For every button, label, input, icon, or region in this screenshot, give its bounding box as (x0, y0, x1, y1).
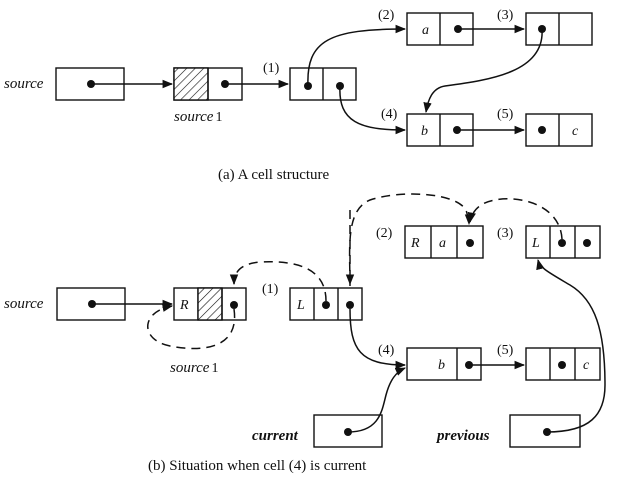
cell-1-label-a: (1) (263, 61, 280, 76)
cell-1-to-4-b (349, 308, 407, 370)
cell-1-back-pointer-b (229, 261, 327, 302)
cell-4-label-b: (4) (378, 343, 395, 358)
cell-4-value-b: b (438, 358, 445, 373)
source-label-a: source (4, 76, 44, 92)
cell-4-value-a: b (421, 124, 428, 139)
previous-pointer-b (536, 258, 606, 433)
cell-2-value-a: a (422, 23, 429, 38)
cell-3-label-a: (3) (497, 8, 514, 23)
cell-3-tag-b: L (531, 236, 540, 251)
cell-5-label-b: (5) (497, 343, 514, 358)
cell-4-label-a: (4) (381, 107, 398, 122)
source-label-b: source (4, 296, 44, 312)
current-box-b (313, 414, 383, 448)
cell-2-label-b: (2) (376, 226, 393, 241)
cell-5-label-a: (5) (497, 107, 514, 122)
cell-4-b: b (406, 347, 482, 381)
cell-2-label-a: (2) (378, 8, 395, 23)
source1-back-pointer-b (147, 303, 236, 350)
cell-3-label-b: (3) (497, 226, 514, 241)
cell-1-tag-b: L (296, 298, 305, 313)
cell-5-value-b: c (583, 358, 590, 373)
previous-label-b: previous (435, 428, 490, 444)
caption-b: (b) Situation when cell (4) is current (148, 458, 367, 474)
pointer-1-to-2-a (307, 24, 407, 87)
current-pointer-b (347, 367, 406, 433)
cell-1-a (289, 67, 357, 101)
cell-1-label-b: (1) (262, 282, 279, 297)
cell-5-a: c (525, 113, 593, 147)
source-box-b (56, 287, 126, 321)
cell-2-tag-b: R (410, 236, 420, 251)
cell-2-value-b: a (439, 236, 446, 251)
cell-2-b: R a (404, 225, 484, 259)
current-label-b: current (252, 428, 299, 444)
cell-5-value-a: c (572, 124, 579, 139)
previous-box-b (509, 414, 581, 448)
cell-3-to-2-dashed-b (467, 198, 563, 240)
pointer-3-to-4-a (423, 28, 543, 114)
caption-a: (a) A cell structure (218, 167, 330, 183)
cell-5-b: c (525, 347, 601, 381)
source1-cell-a (173, 67, 243, 101)
pointer-1-to-4-a (339, 85, 407, 135)
source1-tag-b: R (179, 298, 189, 313)
cell-3-a (525, 12, 593, 46)
cell-3-b: L (525, 225, 601, 259)
